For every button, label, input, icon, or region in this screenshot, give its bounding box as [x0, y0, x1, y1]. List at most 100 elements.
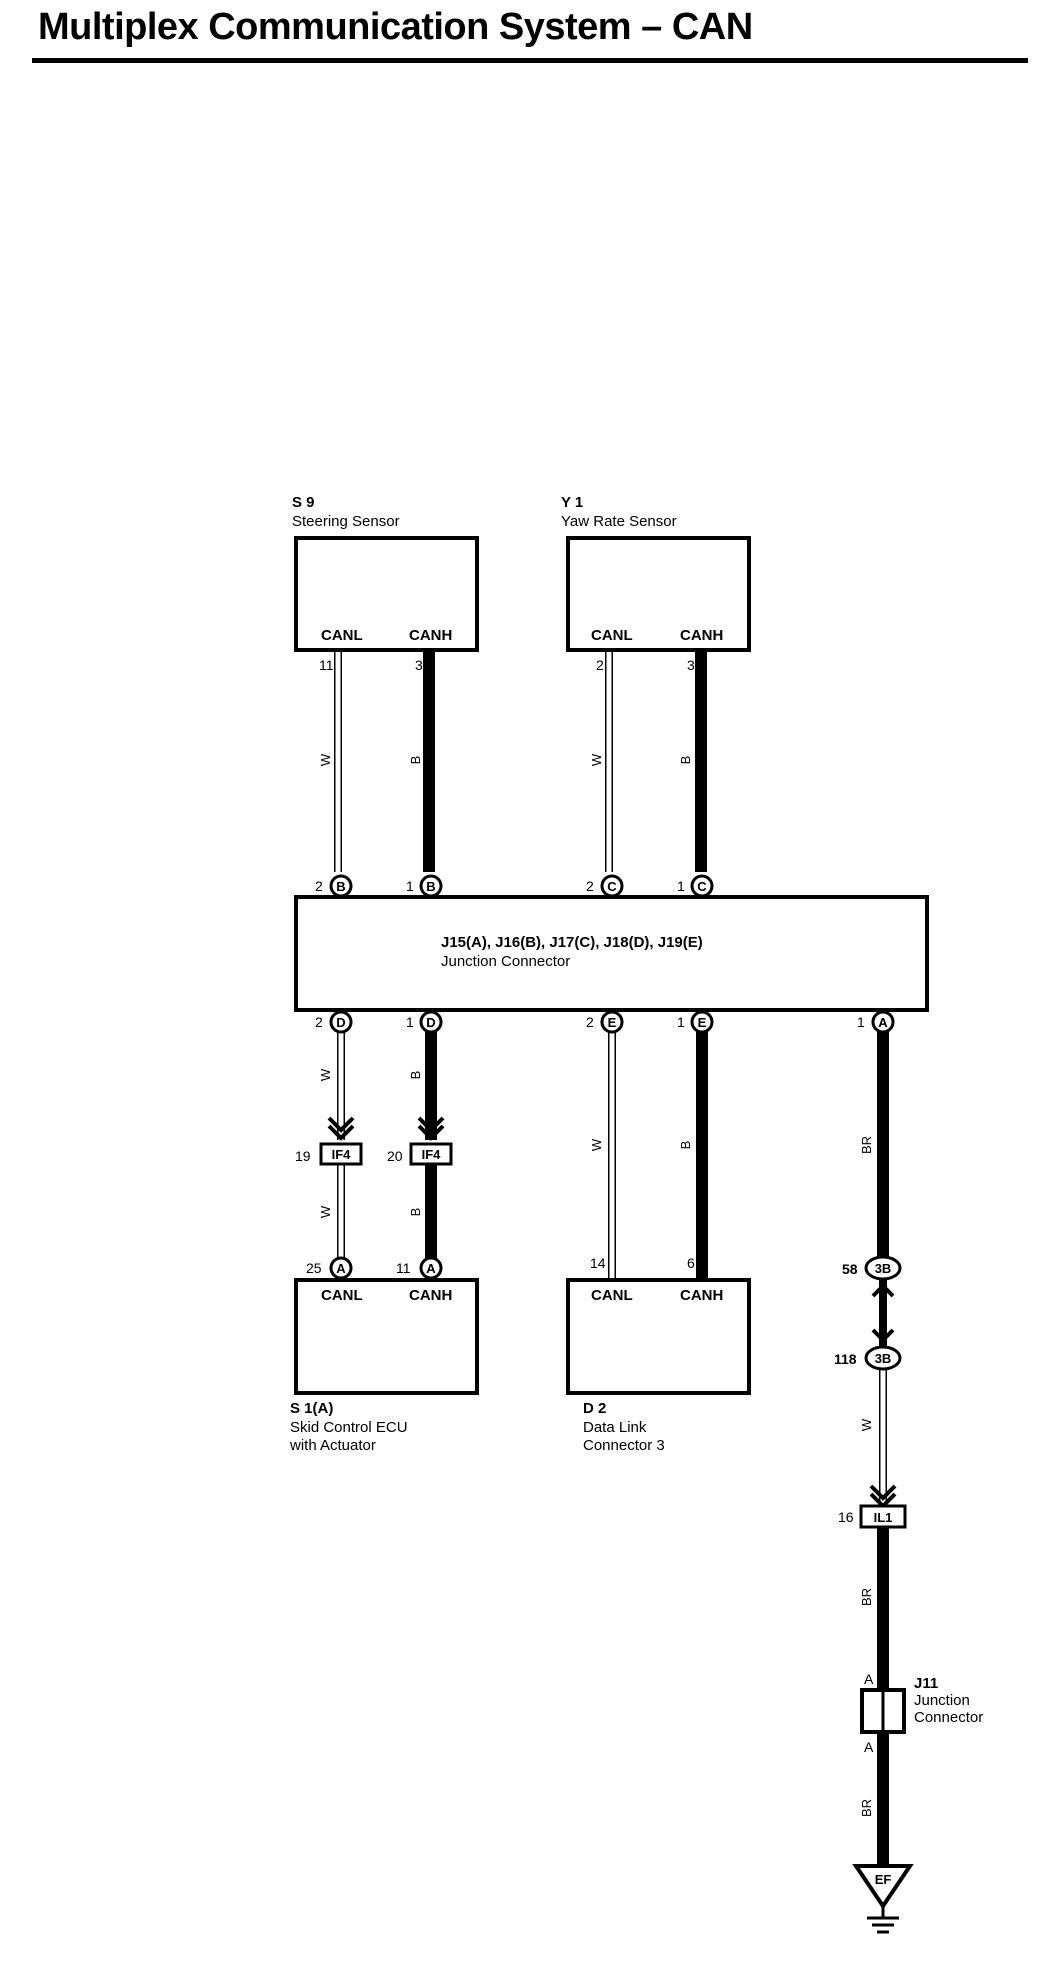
- wire-color-d-w-upper: W: [318, 1068, 333, 1081]
- y1-name: Yaw Rate Sensor: [561, 513, 677, 530]
- d2-name-line2: Connector 3: [583, 1437, 665, 1454]
- pin-d2-canl: 14: [590, 1255, 606, 1271]
- pin-s9-canl: 11: [319, 657, 334, 673]
- junction-connector-box: [294, 895, 929, 1012]
- arrow-il1-w: [869, 1484, 897, 1501]
- wire-color-d-b-lower: B: [408, 1208, 423, 1217]
- connector-if4-w: IF4: [319, 1142, 363, 1166]
- wire-color-y1-b: B: [678, 756, 693, 765]
- s9-canl-label: CANL: [321, 627, 363, 644]
- wire-color-s9-b: B: [408, 756, 423, 765]
- oval-3b-top: 3B: [864, 1255, 902, 1281]
- d2-canl-label: CANL: [591, 1287, 633, 1304]
- circle-b-b: B: [419, 874, 443, 898]
- pin-il1: 16: [838, 1509, 854, 1525]
- s1-name-line2: with Actuator: [289, 1437, 376, 1454]
- pin-je-b: 1: [677, 1014, 685, 1030]
- s1-code: S 1(A): [290, 1400, 333, 1417]
- s9-canh-label: CANH: [409, 627, 452, 644]
- j11-name-line1: Junction: [914, 1692, 970, 1709]
- pin-d2-canh: 6: [687, 1255, 695, 1271]
- pin-je-w: 2: [586, 1014, 594, 1030]
- pin-s1-canl: 25: [306, 1260, 322, 1276]
- s1-name-line1: Skid Control ECU: [290, 1419, 408, 1436]
- svg-text:IF4: IF4: [422, 1147, 442, 1162]
- svg-text:E: E: [608, 1015, 617, 1030]
- wire-color-s9-w: W: [318, 753, 333, 766]
- pin-jb-b: 1: [406, 878, 414, 894]
- pin-s9-canh: 3: [415, 657, 423, 673]
- d2-canh-label: CANH: [680, 1287, 723, 1304]
- s1-canl-label: CANL: [321, 1287, 363, 1304]
- wire-color-d-b-upper: B: [408, 1071, 423, 1080]
- j11-name-line2: Connector: [914, 1709, 983, 1726]
- d2-name-line1: Data Link: [583, 1419, 647, 1436]
- pin-if4-w: 19: [295, 1148, 311, 1164]
- arrow-if4-w: [327, 1116, 355, 1133]
- pin-s1-canh: 11: [396, 1260, 411, 1276]
- circle-b-w: B: [329, 874, 353, 898]
- svg-text:3B: 3B: [875, 1261, 892, 1276]
- svg-text:C: C: [697, 879, 707, 894]
- svg-text:D: D: [336, 1015, 345, 1030]
- circle-s1-canl: A: [329, 1256, 353, 1280]
- s9-name: Steering Sensor: [292, 513, 400, 530]
- wire-color-y1-w: W: [589, 753, 604, 766]
- s9-code: S 9: [292, 494, 315, 511]
- s1-canh-label: CANH: [409, 1287, 452, 1304]
- pin-y1-canh: 3: [687, 657, 695, 673]
- connector-il1: IL1: [859, 1504, 907, 1529]
- arrow-3b-down: [871, 1328, 895, 1343]
- svg-text:A: A: [336, 1261, 346, 1276]
- circle-a-br: A: [871, 1010, 895, 1034]
- svg-text:B: B: [426, 879, 435, 894]
- pin-jb-w: 2: [315, 878, 323, 894]
- svg-text:C: C: [607, 879, 617, 894]
- y1-code: Y 1: [561, 494, 583, 511]
- pin-y1-canl: 2: [596, 657, 604, 673]
- ground-ef-label: EF: [875, 1872, 892, 1887]
- pin-ja-br: 1: [857, 1014, 865, 1030]
- j11-code: J11: [914, 1675, 938, 1692]
- svg-text:IL1: IL1: [874, 1510, 893, 1525]
- y1-canl-label: CANL: [591, 627, 633, 644]
- svg-text:E: E: [698, 1015, 707, 1030]
- wire-color-a-br: BR: [859, 1136, 874, 1154]
- title-rule: [32, 58, 1028, 63]
- arrow-3b-up: [871, 1283, 895, 1298]
- svg-text:IF4: IF4: [332, 1147, 352, 1162]
- wire-color-il1-br: BR: [859, 1588, 874, 1606]
- pin-jc-b: 1: [677, 878, 685, 894]
- s9-steering-sensor-box: [294, 536, 479, 652]
- svg-text:A: A: [878, 1015, 888, 1030]
- pin-3b-top: 58: [842, 1261, 858, 1277]
- j11-pin-top: A: [864, 1671, 874, 1687]
- circle-s1-canh: A: [419, 1256, 443, 1280]
- circle-c-w: C: [600, 874, 624, 898]
- connector-if4-b: IF4: [409, 1142, 453, 1166]
- circle-e-b: E: [690, 1010, 714, 1034]
- junction-code: J15(A), J16(B), J17(C), J18(D), J19(E): [441, 934, 703, 951]
- arrow-if4-b-2: [417, 1124, 445, 1141]
- arrow-if4-w-2: [327, 1124, 355, 1141]
- svg-text:A: A: [426, 1261, 436, 1276]
- circle-e-w: E: [600, 1010, 624, 1034]
- j11-pin-bottom: A: [864, 1739, 874, 1755]
- circle-c-b: C: [690, 874, 714, 898]
- svg-text:3B: 3B: [875, 1351, 892, 1366]
- svg-text:D: D: [426, 1015, 435, 1030]
- wire-color-e-b: B: [678, 1141, 693, 1150]
- arrow-if4-b: [417, 1116, 445, 1133]
- wire-color-3b-w: W: [859, 1418, 874, 1431]
- d2-data-link-connector-box: [566, 1278, 751, 1395]
- d2-code: D 2: [583, 1400, 606, 1417]
- ground-ef-symbol: [852, 1864, 914, 1934]
- junction-name: Junction Connector: [441, 953, 570, 970]
- wires: [334, 652, 889, 1866]
- wire-color-ground-br: BR: [859, 1799, 874, 1817]
- j11-junction-connector: [860, 1688, 906, 1734]
- pin-jd-w: 2: [315, 1014, 323, 1030]
- pin-jc-w: 2: [586, 878, 594, 894]
- connector-arrows: [327, 1116, 897, 1509]
